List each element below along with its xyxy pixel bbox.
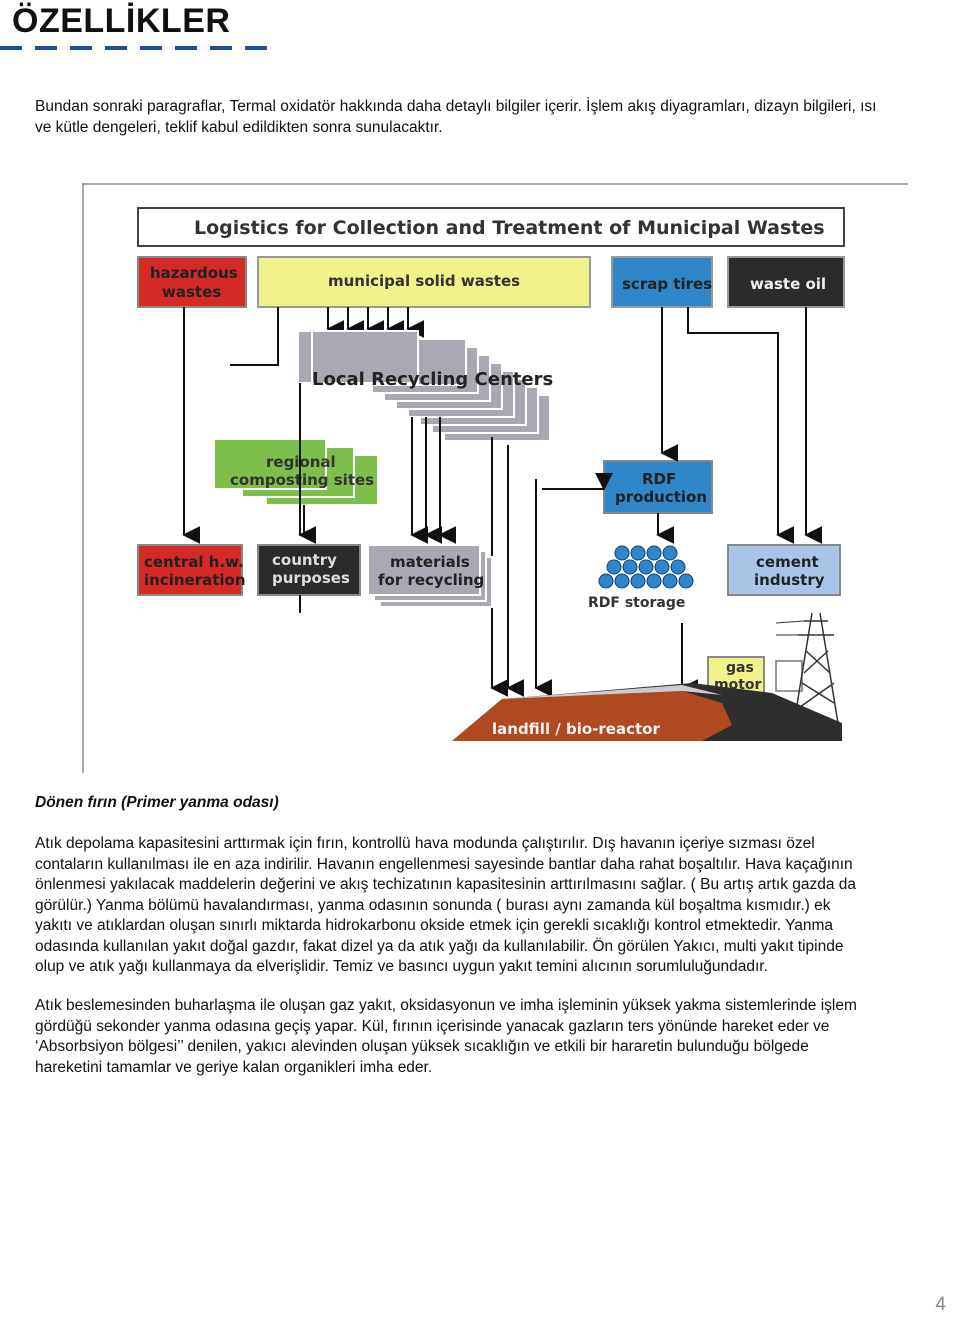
text-line: Atık beslemesinden buharlaşma ile oluşan… xyxy=(35,997,857,1014)
section-subheading: Dönen fırın (Primer yanma odası) xyxy=(35,794,279,811)
body-paragraph-1: Atık depolama kapasitesini arttırmak içi… xyxy=(35,834,945,978)
central-hw-incineration-box: central h.w. incineration xyxy=(137,544,246,596)
svg-text:hazardous: hazardous xyxy=(150,264,238,282)
diagram-title: Logistics for Collection and Treatment o… xyxy=(194,217,825,239)
text-line: önlenmesi yakılacak maddelerin değerini … xyxy=(35,876,857,893)
logistics-diagram: Logistics for Collection and Treatment o… xyxy=(82,183,908,773)
gas-motor-box: gas motor xyxy=(707,656,803,694)
svg-text:cement: cement xyxy=(756,553,819,571)
svg-text:materials: materials xyxy=(390,553,470,571)
svg-text:municipal solid wastes: municipal solid wastes xyxy=(328,272,520,290)
svg-text:central h.w.: central h.w. xyxy=(144,553,244,571)
rdf-storage-label: RDF storage xyxy=(588,595,685,611)
svg-text:purposes: purposes xyxy=(272,569,350,587)
page-number: 4 xyxy=(935,1294,946,1315)
page-title: ÖZELLİKLER xyxy=(12,2,231,40)
hazardous-wastes-box: hazardous wastes xyxy=(137,256,247,308)
text-line: ‘Absorbsiyon bölgesi’’ denilen, yakıcı a… xyxy=(35,1038,809,1055)
svg-text:industry: industry xyxy=(754,571,825,589)
waste-oil-box: waste oil xyxy=(727,256,845,308)
text-line: odasında kullanılan yakıt doğal gazdır, … xyxy=(35,937,844,955)
municipal-solid-wastes-box: municipal solid wastes xyxy=(257,256,591,308)
landfill-bio-reactor: landfill / bio-reactor xyxy=(452,683,842,741)
municipal-to-recycling-arrows xyxy=(326,307,425,338)
text-line: görülür.) Yanma bölümü havalandırması, y… xyxy=(35,896,831,914)
scrap-tires-box: scrap tires xyxy=(611,256,713,308)
svg-text:gas: gas xyxy=(726,660,754,676)
svg-text:incineration: incineration xyxy=(144,571,246,589)
text-line: yakıtı ve atıklardan oluşan sınırlı mikt… xyxy=(35,917,834,934)
local-recycling-centers-stack: Local Recycling Centers xyxy=(297,330,553,442)
body-paragraph-2: Atık beslemesinden buharlaşma ile oluşan… xyxy=(35,996,945,1078)
intro-paragraph: Bundan sonraki paragraflar, Termal oxida… xyxy=(35,97,945,138)
text-line: Atık depolama kapasitesini arttırmak içi… xyxy=(35,835,815,852)
svg-text:country: country xyxy=(272,551,337,569)
text-line: ve kütle dengeleri, teklif kabul edildik… xyxy=(35,118,443,136)
text-line: Bundan sonraki paragraflar, Termal oxida… xyxy=(35,98,877,115)
country-purposes-box: country purposes xyxy=(257,544,361,596)
flow-arrows-lower xyxy=(299,479,699,697)
text-line: gördüğü sekonder yanma odasına geçiş yap… xyxy=(35,1017,830,1035)
svg-text:landfill / bio-reactor: landfill / bio-reactor xyxy=(492,720,660,738)
svg-text:production: production xyxy=(615,488,707,506)
cement-industry-box: cement industry xyxy=(727,544,841,596)
text-line: olup ve atık yağı kullanmaya da elverişl… xyxy=(35,958,768,975)
materials-for-recycling-stack: materials for recycling xyxy=(367,544,493,608)
diagram-title-box xyxy=(137,207,845,247)
svg-text:composting sites: composting sites xyxy=(230,471,374,489)
title-underline-dashes xyxy=(0,46,280,50)
rdf-production-box: RDF production xyxy=(603,460,713,514)
svg-text:RDF: RDF xyxy=(642,470,676,488)
regional-composting-sites-box: regional composting sites xyxy=(213,438,379,506)
svg-text:scrap tires: scrap tires xyxy=(622,275,712,293)
svg-text:Local Recycling Centers: Local Recycling Centers xyxy=(312,369,553,390)
svg-text:waste oil: waste oil xyxy=(750,275,826,293)
rdf-storage-pile xyxy=(598,545,694,589)
text-line: contaların kullanılması ile en aza indir… xyxy=(35,855,853,873)
text-line: hareketini tamamlar ve geriye kalan orga… xyxy=(35,1058,433,1076)
svg-text:wastes: wastes xyxy=(162,283,221,301)
svg-text:for recycling: for recycling xyxy=(378,571,484,589)
